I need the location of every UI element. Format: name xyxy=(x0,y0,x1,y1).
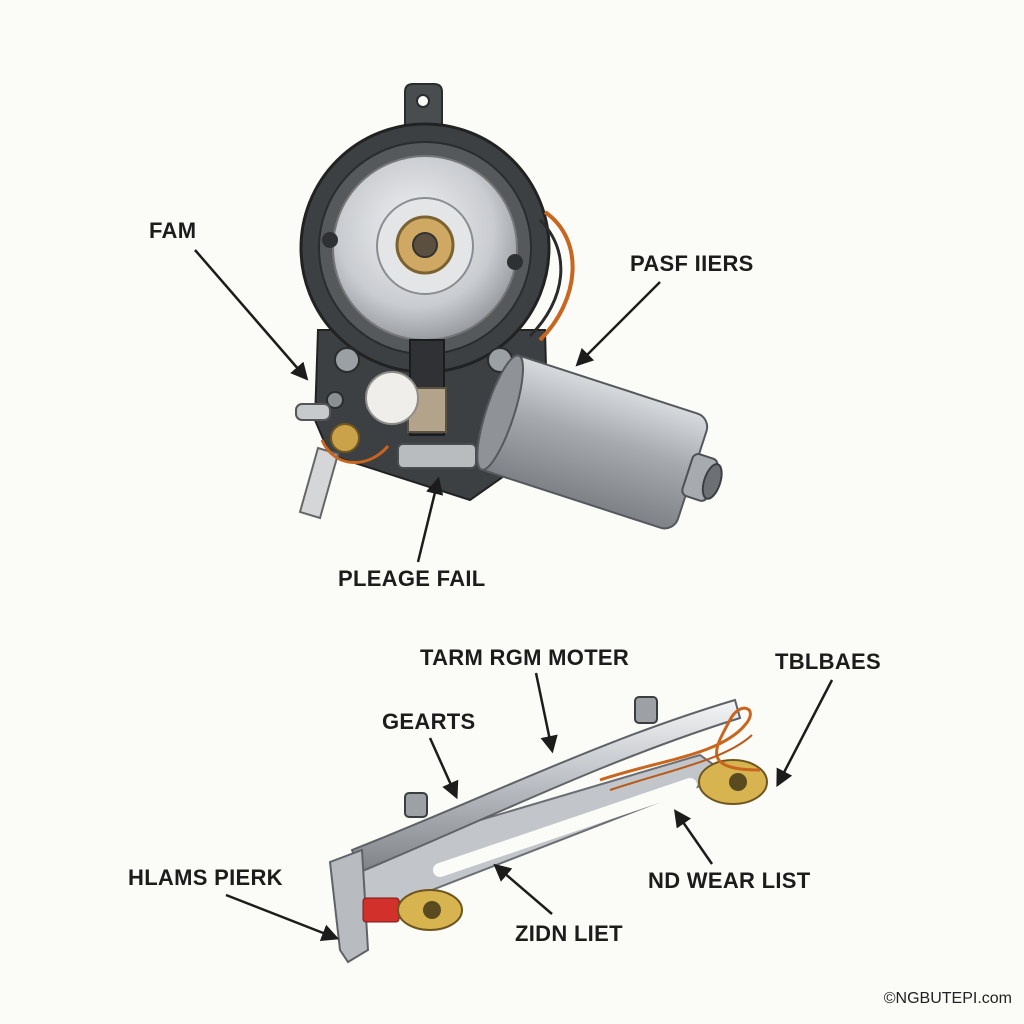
hub-center xyxy=(412,232,438,258)
motor-end-shaft xyxy=(701,463,723,500)
label-hlams-pierk: HLAMS PIERK xyxy=(128,865,283,890)
pin-shaft xyxy=(295,403,331,421)
label-tblbaes: TBLBAES xyxy=(775,649,881,674)
motor-assembly xyxy=(295,83,723,530)
bolt xyxy=(634,696,658,724)
label-tarm-rgm-moter: TARM RGM MOTER xyxy=(420,645,630,670)
label-zidn-liet: ZIDN LIET xyxy=(515,921,623,946)
orange-wire xyxy=(320,439,390,464)
copper-cable xyxy=(609,734,753,791)
motor-can xyxy=(476,354,723,530)
motor-can-back xyxy=(476,354,524,471)
arrow-tblbaes xyxy=(776,679,834,788)
label-pleage-fail: PLEAGE FAIL xyxy=(338,566,486,591)
arrow-nd-wear-list xyxy=(674,809,714,865)
brass-fitting xyxy=(330,423,360,453)
red-tab xyxy=(362,897,400,923)
mounting-hole xyxy=(416,94,430,108)
arrow-fam xyxy=(194,249,309,381)
chrome-rail xyxy=(350,698,742,874)
tube-shaft xyxy=(298,446,340,520)
lower-connector xyxy=(397,443,477,469)
arrow-gearts xyxy=(428,737,459,800)
label-pasf-iiers: PASF IIERS xyxy=(630,251,754,276)
end-bracket xyxy=(328,848,370,964)
label-gearts: GEARTS xyxy=(382,709,476,734)
housing-notch xyxy=(322,232,338,248)
orange-wire xyxy=(538,210,575,342)
arrow-zidn-liet xyxy=(493,863,553,915)
label-nd-wear-list: ND WEAR LIST xyxy=(648,868,811,893)
regulator-rail-assembly xyxy=(328,696,768,964)
arrow-tarm-rgm-moter xyxy=(534,672,558,754)
label-fam: FAM xyxy=(149,218,197,243)
pulley-hub xyxy=(729,773,747,791)
black-wire xyxy=(528,218,563,338)
bolt xyxy=(404,792,428,818)
screw xyxy=(326,391,344,409)
leader-arrows xyxy=(194,249,834,942)
arrow-pasf-iiers xyxy=(575,281,661,367)
rail-slot xyxy=(433,778,697,877)
arrow-pleage-fail xyxy=(416,476,444,563)
arrow-hlams-pierk xyxy=(225,893,340,942)
screw xyxy=(334,347,360,373)
watermark-credit: ©NGBUTEPI.com xyxy=(883,990,1012,1007)
pulley-hub xyxy=(423,901,441,919)
housing-notch xyxy=(507,254,523,270)
washer xyxy=(365,371,419,425)
